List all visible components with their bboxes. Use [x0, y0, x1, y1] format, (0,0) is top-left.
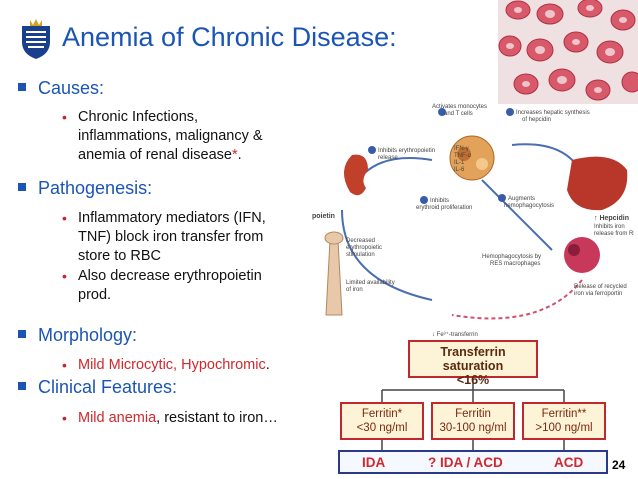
list-item-line: anemia of renal disease*. — [78, 147, 242, 163]
transferrin-saturation-box: Transferrin saturation <16% — [408, 340, 538, 387]
diagnosis-acd: ACD — [554, 455, 584, 470]
svg-text:TNF-α: TNF-α — [454, 153, 472, 159]
liver-icon — [567, 156, 628, 211]
box-line: <30 ng/ml — [356, 422, 408, 434]
box-line: Ferritin — [455, 408, 491, 420]
svg-text:stimulation: stimulation — [346, 252, 375, 258]
ferritin-box-high: Ferritin** >100 ng/ml — [522, 402, 606, 440]
red-blood-cell-photo — [498, 0, 638, 104]
box-line: 30-100 ng/ml — [439, 422, 507, 434]
list-item-pathogenesis: • Also decrease erythropoietin prod. — [62, 267, 318, 305]
heading-causes: Causes: — [18, 78, 104, 99]
heading-morphology-label: Morphology: — [38, 325, 138, 345]
heading-morphology: Morphology: — [18, 325, 137, 346]
diagnostic-flowchart: Transferrin saturation <16% Ferritin* <3… — [338, 338, 610, 474]
list-item-line: prod. — [78, 287, 112, 303]
svg-text:poietin: poietin — [312, 213, 335, 220]
box-line: >100 ng/ml — [535, 422, 593, 434]
svg-text:↓ Fe³⁺-transferrin: ↓ Fe³⁺-transferrin — [432, 331, 478, 338]
svg-text:Activates monocytes: Activates monocytes — [432, 104, 487, 110]
kidney-icon — [343, 154, 368, 196]
list-item-line: inflammations, malignancy & — [78, 128, 263, 144]
box-line: Ferritin* — [361, 408, 403, 420]
heading-pathogenesis: Pathogenesis: — [18, 178, 152, 199]
list-item-line: store to RBC — [78, 248, 161, 264]
svg-text:IFN-γ: IFN-γ — [454, 146, 469, 152]
list-item-clinical: • Mild anemia, resistant to iron… — [62, 410, 278, 426]
svg-text:Limited availability: Limited availability — [346, 280, 395, 286]
svg-text:hemophagocytosis: hemophagocytosis — [504, 203, 554, 209]
svg-text:release from RES: release from RES — [594, 231, 634, 237]
bone-icon — [325, 239, 343, 316]
list-item-line: Chronic Infections, — [78, 109, 199, 125]
university-crest-logo — [22, 19, 50, 59]
svg-text:Inhibits: Inhibits — [430, 198, 449, 204]
svg-text:Increases hepatic synthesis: Increases hepatic synthesis — [516, 110, 590, 116]
box-line: Ferritin** — [541, 408, 587, 420]
macrophage-icon — [564, 237, 600, 273]
svg-text:RES macrophages: RES macrophages — [490, 261, 540, 267]
diagnosis-ida: IDA — [362, 455, 386, 470]
svg-text:Inhibits iron: Inhibits iron — [594, 224, 625, 230]
list-item-morphology: • Mild Microcytic, Hypochromic. — [62, 357, 270, 373]
svg-text:Inhibits erythropoietin: Inhibits erythropoietin — [378, 148, 435, 154]
svg-text:Decreased: Decreased — [346, 238, 375, 244]
svg-text:and T cells: and T cells — [444, 111, 473, 117]
svg-text:erythropoietic: erythropoietic — [346, 245, 382, 251]
svg-text:Release of recycled: Release of recycled — [574, 284, 627, 290]
svg-text:of iron: of iron — [346, 287, 363, 293]
slide-title: Anemia of Chronic Disease: — [62, 22, 397, 52]
heading-causes-label: Causes: — [38, 78, 105, 98]
svg-text:iron via ferroportin: iron via ferroportin — [574, 291, 622, 297]
svg-text:IL-1: IL-1 — [454, 160, 465, 166]
box-line: Transferrin saturation — [440, 345, 506, 373]
page-number: 24 — [612, 458, 626, 472]
list-item-causes: • Chronic Infections, inflammations, mal… — [62, 108, 318, 165]
heading-clinical-features: Clinical Features: — [18, 377, 177, 398]
diagnosis-ida-or-acd: ? IDA / ACD — [428, 455, 503, 470]
ferritin-box-low: Ferritin* <30 ng/ml — [340, 402, 424, 440]
morphology-text: Mild Microcytic, Hypochromic — [78, 357, 266, 373]
svg-text:Augments: Augments — [508, 196, 535, 202]
svg-text:of hepcidin: of hepcidin — [522, 117, 551, 123]
diagnosis-bar: IDA ? IDA / ACD ACD — [338, 450, 608, 474]
svg-text:Hemophagocytosis by: Hemophagocytosis by — [482, 254, 541, 260]
flowchart-connectors — [381, 378, 565, 450]
list-item-pathogenesis: • Inflammatory mediators (IFN, TNF) bloc… — [62, 209, 318, 266]
box-line: <16% — [456, 373, 490, 387]
svg-text:erythroid proliferation: erythroid proliferation — [416, 205, 472, 211]
heading-pathogenesis-label: Pathogenesis: — [38, 178, 153, 198]
svg-text:↑ Hepcidin: ↑ Hepcidin — [594, 215, 629, 222]
svg-text:release: release — [378, 155, 398, 161]
list-item-line: TNF) block iron transfer from — [78, 229, 264, 245]
ferritin-box-mid: Ferritin 30-100 ng/ml — [431, 402, 515, 440]
svg-text:IL-6: IL-6 — [454, 167, 465, 173]
clinical-text: Mild anemia — [78, 410, 157, 426]
heading-clinical-label: Clinical Features: — [38, 377, 178, 397]
list-item-line: Inflammatory mediators (IFN, — [78, 210, 266, 226]
pathogenesis-diagram: Activates monocytes and T cells IFN-γ TN… — [312, 104, 634, 338]
list-item-line: Also decrease erythropoietin — [78, 268, 262, 284]
